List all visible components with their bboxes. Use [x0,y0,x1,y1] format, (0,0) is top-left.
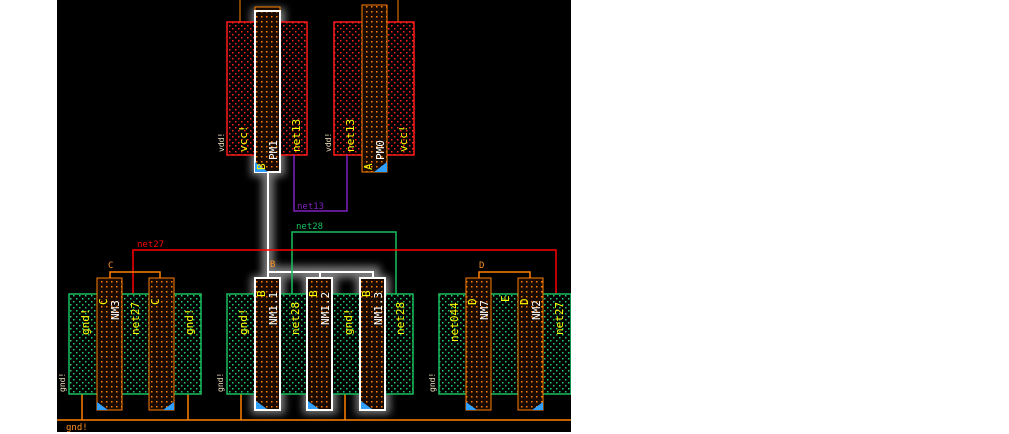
layout-view[interactable]: vdd! vcc! B PM1 net13 vdd! net13 A PM0 v… [57,0,571,432]
layout-canvas[interactable]: vdd! vcc! B PM1 net13 vdd! net13 A PM0 v… [57,0,571,432]
instance-label: PM0 [374,140,387,160]
diff-label: net28 [289,302,302,335]
contact-marker [374,162,387,172]
instance-label: NM2 [530,300,543,320]
diff-label: net27 [553,302,566,335]
gate-label: B [255,163,268,170]
net27-label: net27 [137,240,164,250]
net13-wire[interactable] [293,155,348,212]
gate-label: D [518,298,531,305]
instance-label: NM1.1 [267,292,280,325]
diff-label: net044 [448,302,461,342]
gate-label: D [466,298,479,305]
instance-label: NM3 [109,300,122,320]
pmos-pm0[interactable]: vdd! net13 A PM0 vcc! [324,4,415,173]
pin-label: gnd! [428,373,437,392]
diff-label: gnd! [79,309,92,336]
diff-label: net28 [394,302,407,335]
net-c-label: C [108,261,113,271]
nmos-group-nm7[interactable]: D gnd! net044 D NM7 E D NM2 net27 [428,261,571,411]
gate-label: A [362,163,375,170]
diff-label: gnd! [183,309,196,336]
drain-label: net13 [290,119,303,152]
contact-marker [255,162,268,172]
net13-label: net13 [297,202,324,212]
gate-label: C [97,298,110,305]
gate-label: B [360,290,373,297]
net-b-label: B [270,260,275,270]
instance-label: NM7 [478,300,491,320]
gate-label: B [255,290,268,297]
pin-label: vdd! [217,133,226,152]
source-label: vcc! [397,126,410,153]
net-d-label: D [479,261,484,271]
pin-label: gnd! [58,373,67,392]
gnd-label: gnd! [66,423,88,432]
diff-label: E [499,295,512,302]
instance-label: NM1.3 [372,292,385,325]
gate-label: B [307,290,320,297]
gate-label: C [149,298,162,305]
nmos-group-nm1[interactable]: gnd! gnd! B NM1.1 net28 B NM1.2 gnd! B N… [216,277,414,411]
diff-label: gnd! [237,309,250,336]
instance-label: PM1 [267,140,280,160]
nmos-group-nm3[interactable]: C gnd! gnd! C NM3 net27 C gnd! [58,261,202,411]
pmos-pm1[interactable]: vdd! vcc! B PM1 net13 [217,6,308,173]
source-label: vcc! [237,126,250,153]
drain-label: net13 [344,119,357,152]
diff-label: net27 [129,302,142,335]
diff-label: gnd! [342,309,355,336]
pin-label: vdd! [324,133,333,152]
instance-label: NM1.2 [319,292,332,325]
net28-label: net28 [296,222,323,232]
pin-label: gnd! [216,373,225,392]
net28-wire[interactable] [291,231,397,295]
